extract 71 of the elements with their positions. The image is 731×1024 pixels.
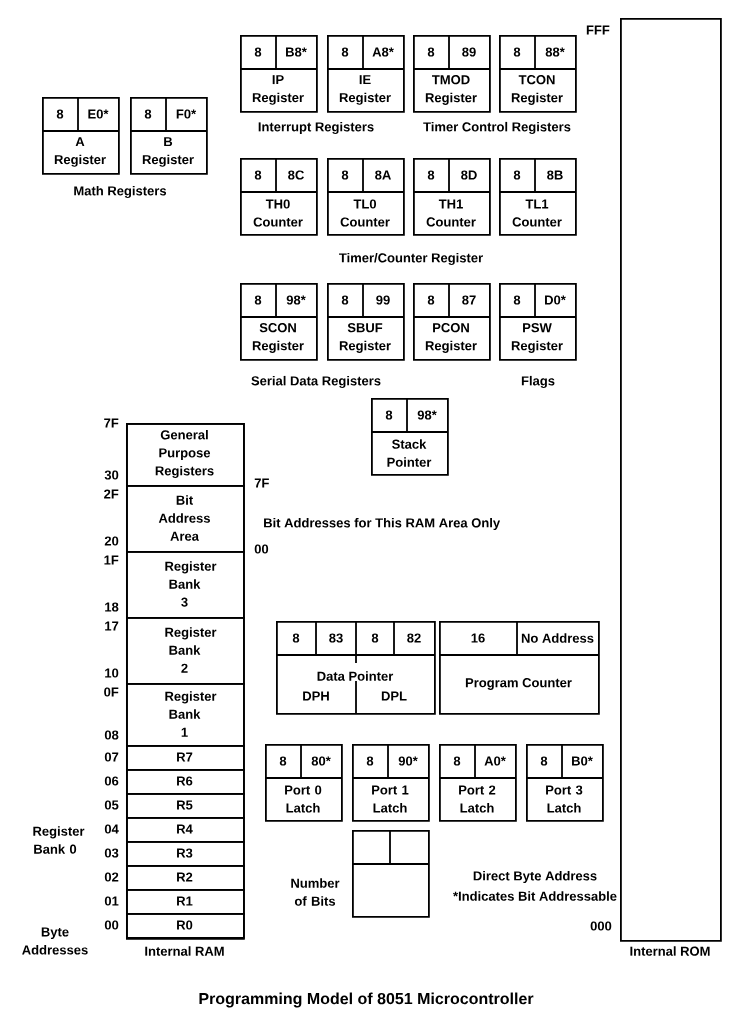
register-box: 8 B0* Port 3 Latch: [525, 743, 604, 822]
register-box: 8 E0* A Register: [41, 96, 120, 175]
memory-box: Internal ROM: [620, 18, 722, 956]
memory-section-box: Register Bank 2: [126, 617, 245, 685]
caption: Programming Model of 8051 Microcontroller: [199, 992, 534, 1008]
address-label: 0F: [104, 687, 119, 697]
annotation-text: *Indicates Bit Addressable: [453, 891, 617, 901]
address-label: 7F: [254, 478, 269, 488]
address-label: 00: [104, 920, 119, 930]
address-label: FFF: [586, 25, 610, 35]
group-label: Timer Control Registers: [423, 121, 571, 135]
register-box: 8 98* SCON Register: [239, 282, 318, 361]
group-label: Interrupt Registers: [258, 121, 374, 135]
memory-section-box: R7: [126, 745, 245, 771]
memory-section-box: R0: [126, 913, 245, 939]
register-box: 8 89 TMOD Register: [412, 34, 491, 113]
address-label: 04: [104, 824, 119, 834]
memory-section-box: R2: [126, 865, 245, 891]
group-label: Serial Data Registers: [251, 375, 381, 389]
memory-section-box: General Purpose Registers: [126, 423, 245, 487]
address-label: 1F: [104, 555, 119, 565]
address-label: 10: [105, 668, 119, 678]
address-label: 08: [104, 730, 119, 740]
axis-note: Byte Addresses: [22, 927, 88, 955]
register-box: 8 98* Stack Pointer: [370, 397, 449, 476]
register-box: 8 8D TH1 Counter: [412, 157, 491, 236]
register-box: 8 87 PCON Register: [412, 282, 491, 361]
note-text: Bit Addresses for This RAM Area Only: [264, 517, 501, 531]
address-label: 05: [104, 800, 119, 810]
address-label: 07: [104, 752, 119, 762]
memory-section-box: R5: [126, 793, 245, 819]
register-box: 8 A8* IE Register: [326, 34, 405, 113]
memory-section-box: Register Bank 3: [126, 551, 245, 619]
group-label: Register Bank 0: [33, 826, 85, 854]
address-label: 2F: [104, 489, 119, 499]
memory-section-box: R6: [126, 769, 245, 795]
register-box: 8 F0* B Register: [129, 96, 208, 175]
address-label: 01: [104, 896, 119, 906]
register-box: 8 80* Port 0 Latch: [264, 743, 343, 822]
memory-section-box: R4: [126, 817, 245, 843]
address-label: 17: [105, 621, 119, 631]
address-label: 06: [104, 776, 119, 786]
memory-section-box: R3: [126, 841, 245, 867]
register-box: 8 8B TL1 Counter: [498, 157, 577, 236]
address-label: 20: [104, 536, 119, 546]
register-box: 8 90* Port 1 Latch: [351, 743, 430, 822]
program-counter-box: 16 No Address Program Counter: [438, 620, 600, 715]
address-label: 02: [104, 872, 119, 882]
register-box: 8 B8* IP Register: [239, 34, 318, 113]
memory-section-box: R1: [126, 889, 245, 915]
annotation-text: Direct Byte Address: [473, 870, 597, 884]
memory-section-box: Bit Address Area: [126, 485, 245, 553]
group-label: Flags: [521, 375, 555, 389]
address-label: 18: [105, 602, 119, 612]
register-box: 8 8A TL0 Counter: [326, 157, 405, 236]
register-box: 8 88* TCON Register: [498, 34, 577, 113]
register-box: 8 A0* Port 2 Latch: [438, 743, 517, 822]
address-label: 7F: [104, 418, 119, 428]
address-label: 000: [590, 921, 612, 931]
annotation-text: Number of Bits: [291, 878, 340, 906]
group-label: Math Registers: [74, 185, 167, 199]
memory-section-box: Register Bank 1: [126, 683, 245, 747]
group-label: Timer/Counter Register: [339, 252, 483, 266]
register-box: 8 8C TH0 Counter: [239, 157, 318, 236]
data-pointer-box: 8 83 8 82 Data Pointer DPH DPL: [275, 620, 436, 715]
address-label: 03: [104, 848, 119, 858]
register-box: 8 D0* PSW Register: [498, 282, 577, 361]
node-label: Internal RAM: [145, 946, 224, 956]
address-label: 30: [104, 470, 119, 480]
address-label: 00: [254, 544, 269, 554]
register-box: 8 99 SBUF Register: [326, 282, 405, 361]
